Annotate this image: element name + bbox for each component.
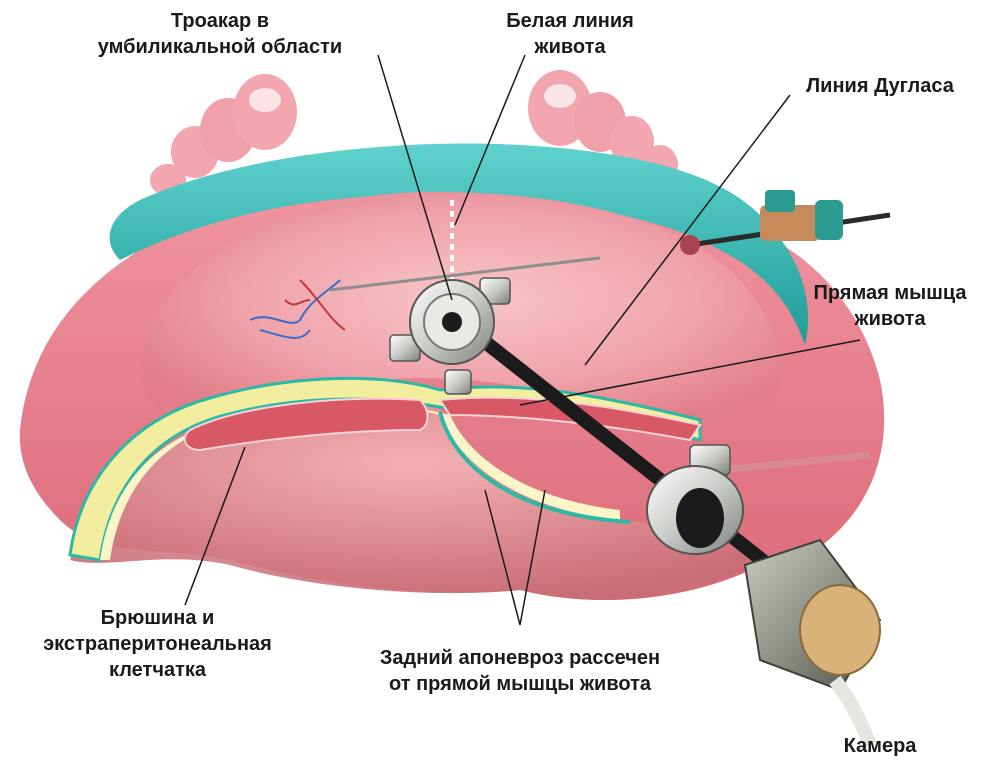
camera-head <box>745 540 880 745</box>
label-camera: Камера <box>820 733 940 759</box>
label-douglas-line: Линия Дугласа <box>790 73 970 99</box>
